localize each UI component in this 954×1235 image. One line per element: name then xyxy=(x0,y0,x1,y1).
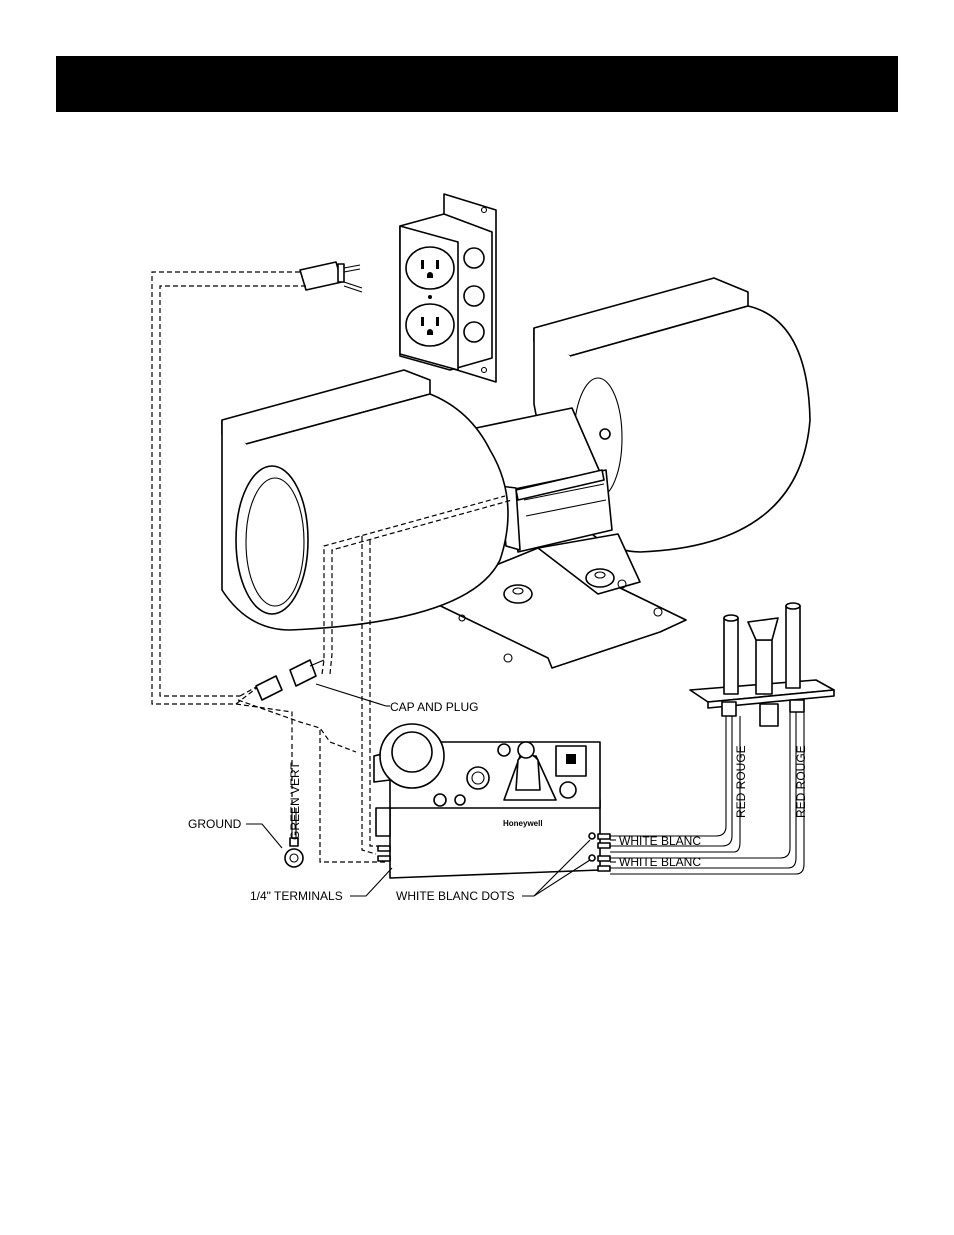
dashed-wiring xyxy=(151,271,513,863)
cap-and-plug-label: CAP AND PLUG xyxy=(390,700,478,714)
receptacle-outlet xyxy=(399,193,497,383)
ground-label: GROUND xyxy=(188,817,242,831)
gas-valve: Honeywell xyxy=(373,723,611,879)
power-plug xyxy=(299,261,363,293)
blower-fan-assembly xyxy=(221,277,811,669)
red-rouge-label-2: RED ROUGE xyxy=(794,745,808,818)
thermocouple-wires xyxy=(610,712,805,875)
ground-terminal xyxy=(246,808,304,868)
brand-label: Honeywell xyxy=(503,819,543,828)
red-rouge-label-1: RED ROUGE xyxy=(734,745,748,818)
leader-lines xyxy=(350,705,616,897)
pilot-assembly xyxy=(689,602,835,727)
terminals-label: 1/4" TERMINALS xyxy=(250,889,343,903)
header-bar xyxy=(56,56,898,112)
white-blanc-label-2: WHITE BLANC xyxy=(619,855,701,869)
green-vert-label: GREEN VERT xyxy=(288,762,302,840)
cap-and-plug-connector xyxy=(255,659,387,707)
white-blanc-label-1: WHITE BLANC xyxy=(619,834,701,848)
white-blanc-dots-label: WHITE BLANC DOTS xyxy=(396,889,515,903)
